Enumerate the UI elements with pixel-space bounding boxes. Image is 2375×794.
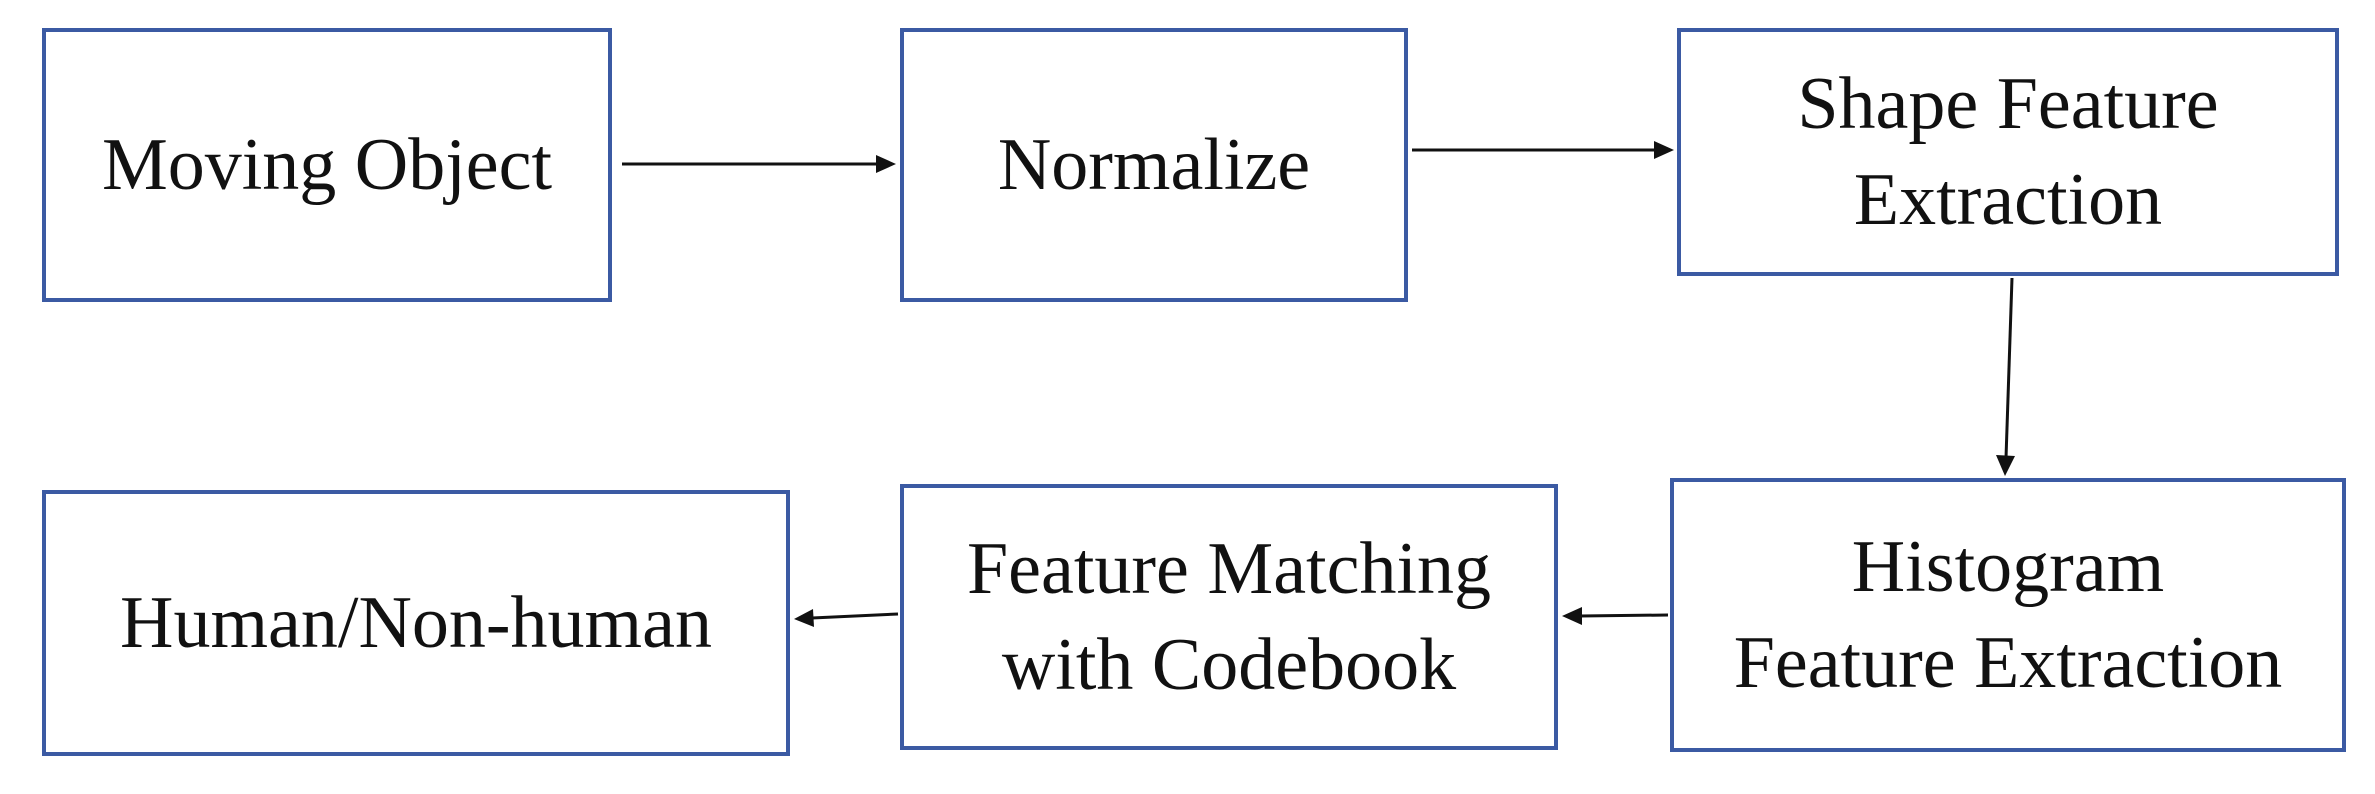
arrow-normalize-to-shape-feature bbox=[1412, 141, 1674, 159]
node-histogram-feature-extraction-label: Histogram Feature Extraction bbox=[1733, 526, 2283, 704]
node-histogram-feature-extraction: Histogram Feature Extraction bbox=[1670, 478, 2346, 752]
node-feature-matching: Feature Matching with Codebook bbox=[900, 484, 1558, 750]
arrow-histogram-to-feature-matching bbox=[1562, 607, 1669, 625]
arrow-moving-object-to-normalize bbox=[622, 155, 896, 173]
node-human-nonhuman-label: Human/Non-human bbox=[120, 582, 712, 664]
arrow-shape-feature-to-histogram bbox=[1996, 277, 2015, 476]
node-normalize: Normalize bbox=[900, 28, 1408, 302]
node-moving-object-label: Moving Object bbox=[101, 124, 553, 206]
arrow-feature-matching-to-human bbox=[794, 609, 899, 627]
node-shape-feature-extraction: Shape Feature Extraction bbox=[1677, 28, 2339, 276]
node-human-nonhuman: Human/Non-human bbox=[42, 490, 790, 756]
node-shape-feature-extraction-label: Shape Feature Extraction bbox=[1797, 63, 2219, 241]
node-feature-matching-label: Feature Matching with Codebook bbox=[967, 528, 1491, 706]
node-normalize-label: Normalize bbox=[997, 124, 1311, 206]
node-moving-object: Moving Object bbox=[42, 28, 612, 302]
